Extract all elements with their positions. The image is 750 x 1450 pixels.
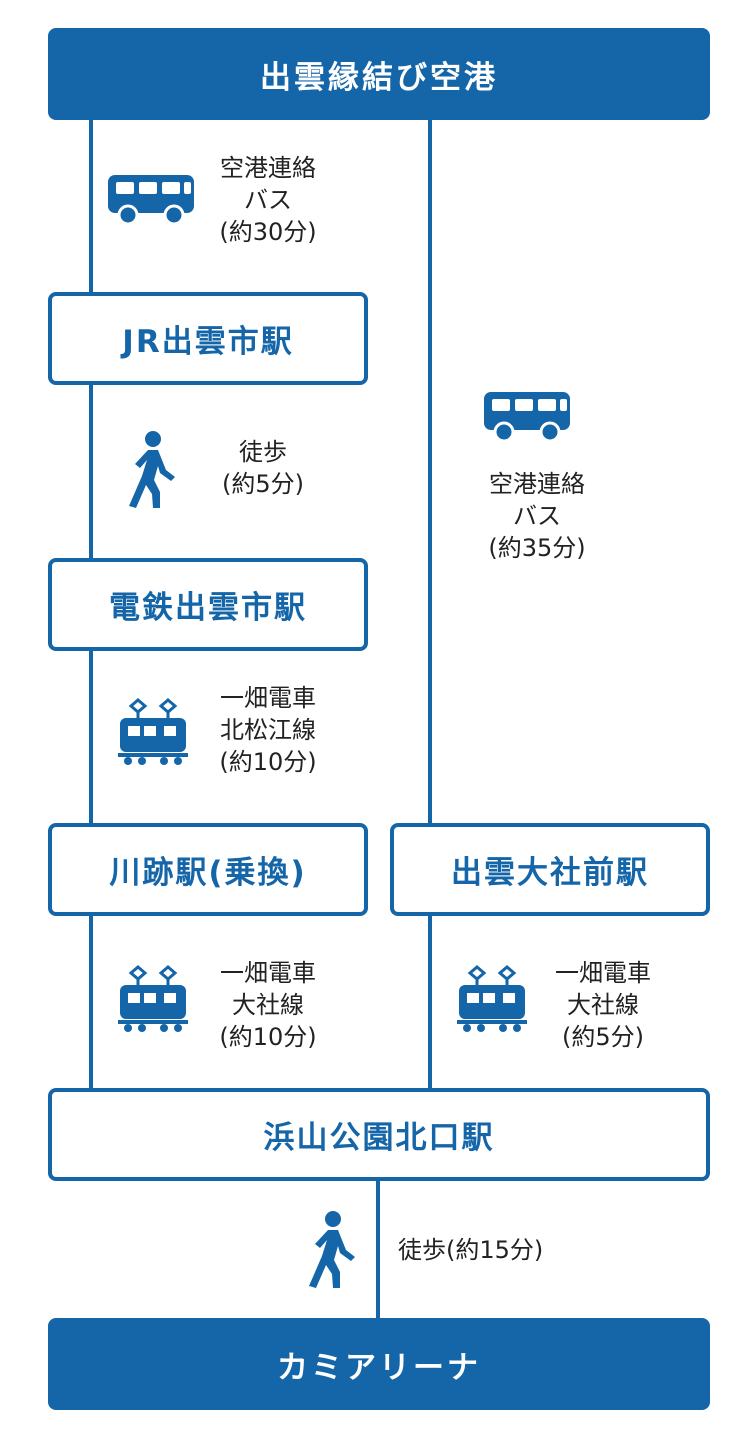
train-icon bbox=[455, 965, 529, 1037]
leg-kawato-hamayama-label: 一畑電車 大社線 (約10分) bbox=[205, 957, 331, 1053]
station-jr-izumoshi: JR出雲市駅 bbox=[48, 292, 368, 385]
leg-duration-text: (約10分) bbox=[219, 748, 317, 776]
station-jr-izumoshi-label: JR出雲市駅 bbox=[122, 324, 294, 360]
station-izumo-taisha-mae-label: 出雲大社前駅 bbox=[451, 855, 649, 891]
bus-icon bbox=[482, 390, 572, 448]
station-dentetsu-izumoshi-label: 電鉄出雲市駅 bbox=[109, 590, 307, 626]
station-airport: 出雲縁結び空港 bbox=[48, 28, 710, 120]
leg-taisha-hamayama-label: 一畑電車 大社線 (約5分) bbox=[540, 957, 666, 1053]
bus-icon bbox=[106, 173, 196, 231]
leg-jr-dentetsu-label: 徒歩 (約5分) bbox=[200, 436, 326, 500]
destination-kamiarena-label: カミアリーナ bbox=[277, 1349, 481, 1386]
leg-line-text: 大社線 bbox=[232, 991, 304, 1019]
leg-duration-text: (約5分) bbox=[222, 470, 304, 498]
station-kawato-label: 川跡駅(乗換) bbox=[109, 855, 307, 891]
leg-airport-taisha-label: 空港連絡 バス (約35分) bbox=[474, 468, 600, 564]
leg-mode-text: 一畑電車 bbox=[555, 959, 651, 987]
leg-duration-text: (約30分) bbox=[219, 218, 317, 246]
train-icon bbox=[116, 965, 190, 1037]
train-icon bbox=[116, 698, 190, 770]
station-izumo-taisha-mae: 出雲大社前駅 bbox=[390, 823, 710, 916]
leg-mode-text: 空港連絡 bbox=[489, 470, 585, 498]
leg-duration-text: (約35分) bbox=[488, 534, 586, 562]
station-kawato: 川跡駅(乗換) bbox=[48, 823, 368, 916]
walking-person-icon bbox=[306, 1210, 360, 1294]
leg-mode-text: バス bbox=[513, 502, 561, 530]
station-hamayama: 浜山公園北口駅 bbox=[48, 1088, 710, 1181]
route-line-left-lower bbox=[89, 905, 93, 1100]
leg-walk-text: 徒歩(約15分) bbox=[398, 1236, 544, 1264]
destination-kamiarena: カミアリーナ bbox=[48, 1318, 710, 1410]
leg-mode-text: 空港連絡 bbox=[220, 154, 316, 182]
leg-mode-text: 一畑電車 bbox=[220, 684, 316, 712]
walking-person-icon bbox=[126, 430, 180, 514]
leg-line-text: 大社線 bbox=[567, 991, 639, 1019]
leg-line-text: 北松江線 bbox=[220, 716, 316, 744]
leg-duration-text: (約5分) bbox=[562, 1023, 644, 1051]
leg-mode-text: 徒歩 bbox=[239, 438, 287, 466]
route-line-left-upper bbox=[89, 120, 93, 840]
leg-hamayama-arena-label: 徒歩(約15分) bbox=[398, 1234, 598, 1266]
leg-mode-text: バス bbox=[244, 186, 292, 214]
station-dentetsu-izumoshi: 電鉄出雲市駅 bbox=[48, 558, 368, 651]
leg-duration-text: (約10分) bbox=[219, 1023, 317, 1051]
route-line-right bbox=[428, 120, 432, 1100]
station-hamayama-label: 浜山公園北口駅 bbox=[263, 1120, 495, 1156]
route-line-bottom bbox=[376, 1175, 380, 1325]
station-airport-label: 出雲縁結び空港 bbox=[260, 59, 498, 96]
leg-mode-text: 一畑電車 bbox=[220, 959, 316, 987]
leg-airport-jr-label: 空港連絡 バス (約30分) bbox=[205, 152, 331, 248]
leg-dentetsu-kawato-label: 一畑電車 北松江線 (約10分) bbox=[205, 682, 331, 778]
